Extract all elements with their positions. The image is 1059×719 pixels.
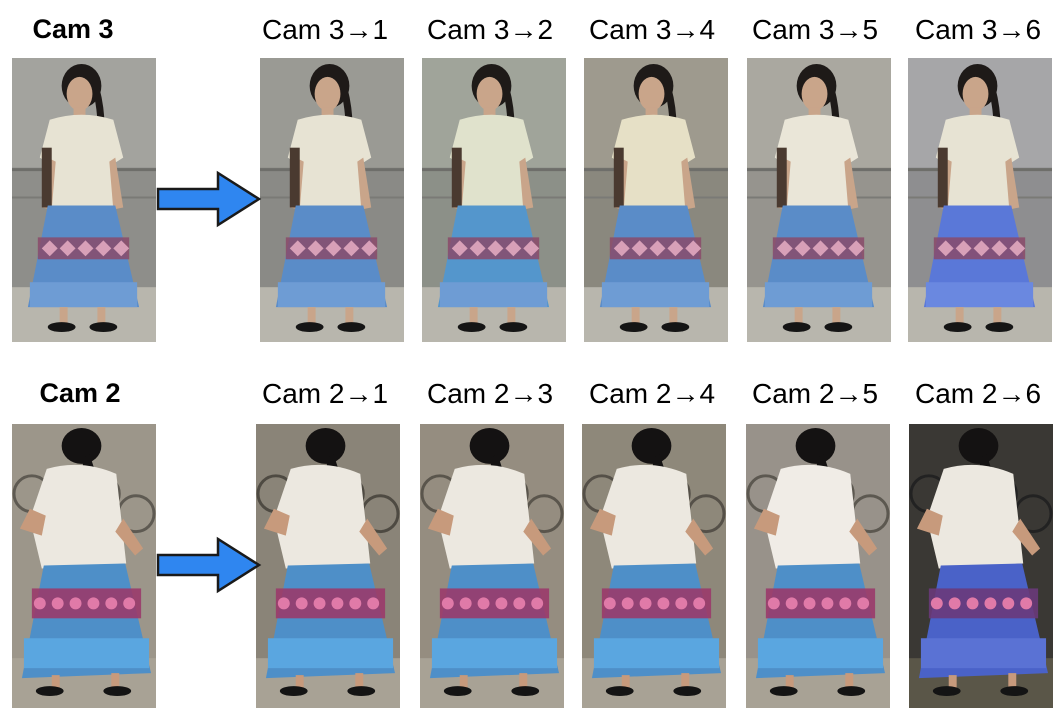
generated-image-row2-5 — [909, 424, 1053, 708]
target-label-cam3-5: Cam 3→5 — [751, 14, 879, 45]
arrow-right-icon-row1 — [156, 170, 262, 228]
source-image-cam3 — [12, 58, 156, 342]
target-label-cam3-1: Cam 3→1 — [261, 14, 389, 45]
generated-image-row2-3 — [582, 424, 726, 708]
generated-image-row1-4 — [747, 58, 891, 342]
target-label-cam2-4: Cam 2→4 — [588, 378, 716, 409]
generated-image-row2-1 — [256, 424, 400, 708]
source-label-cam2: Cam 2 — [39, 378, 121, 408]
target-label-cam3-2: Cam 3→2 — [426, 14, 554, 45]
generated-image-row2-4 — [746, 424, 890, 708]
target-label-cam2-6: Cam 2→6 — [914, 378, 1042, 409]
target-label-cam2-3: Cam 2→3 — [426, 378, 554, 409]
generated-image-row2-2 — [420, 424, 564, 708]
target-label-cam3-6: Cam 3→6 — [914, 14, 1042, 45]
source-label-cam3: Cam 3 — [32, 14, 114, 44]
generated-image-row1-2 — [422, 58, 566, 342]
target-label-cam2-5: Cam 2→5 — [751, 378, 879, 409]
generated-image-row1-5 — [908, 58, 1052, 342]
arrow-right-icon-row2 — [156, 536, 262, 594]
generated-image-row1-3 — [584, 58, 728, 342]
target-label-cam2-1: Cam 2→1 — [261, 378, 389, 409]
generated-image-row1-1 — [260, 58, 404, 342]
source-image-cam2 — [12, 424, 156, 708]
target-label-cam3-4: Cam 3→4 — [588, 14, 716, 45]
